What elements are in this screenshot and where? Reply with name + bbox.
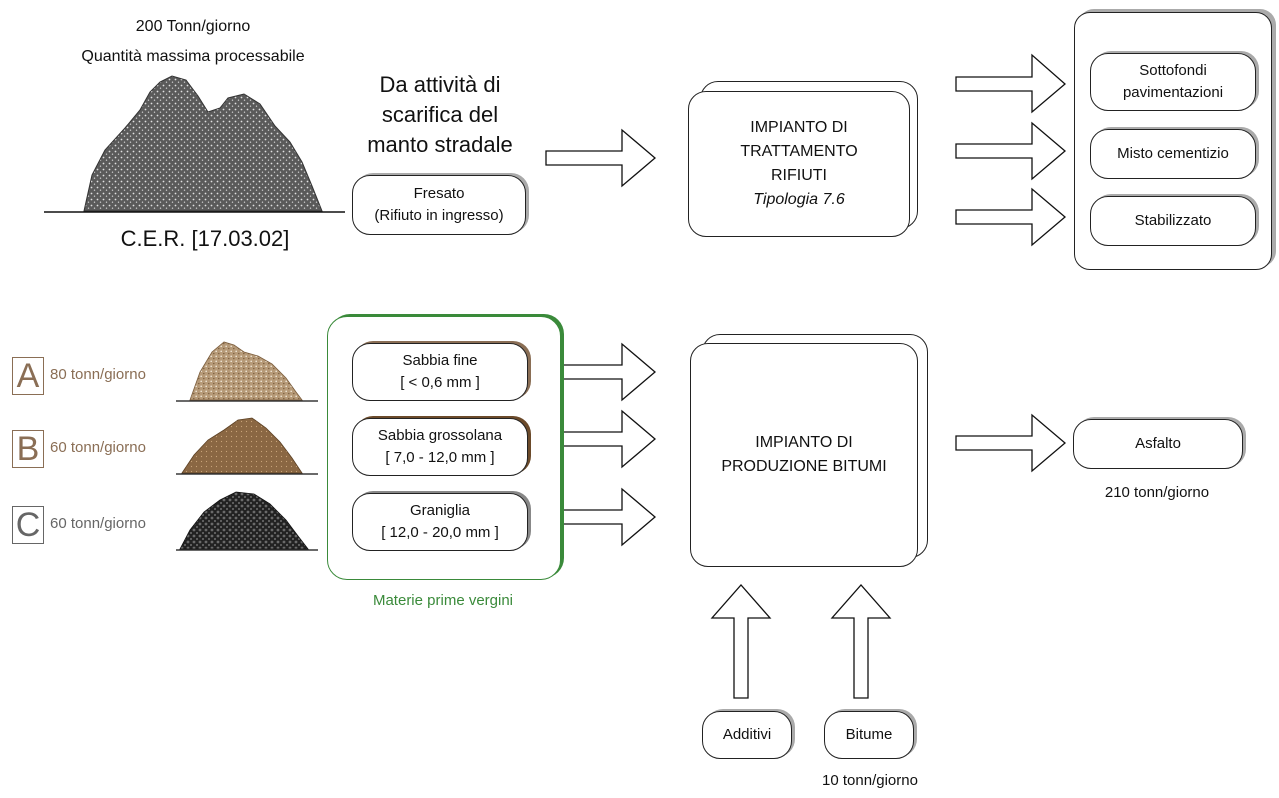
- arrow-plant-to-stabilizzato: [955, 187, 1067, 247]
- material-c-rate: 60 tonn/giorno: [50, 515, 146, 532]
- additivi-box: Additivi: [702, 711, 792, 759]
- arrow-additivi-up: [710, 584, 772, 699]
- arrow-sabbia-fine-to-plant: [545, 342, 657, 402]
- material-sabbia-grossolana-name: Sabbia grossolana: [377, 427, 503, 444]
- pile-a-icon: [189, 341, 303, 401]
- material-a-rate: 80 tonn/giorno: [50, 366, 146, 383]
- material-graniglia: Graniglia [ 12,0 - 20,0 mm ]: [352, 493, 528, 551]
- arrow-fresato-to-plant: [545, 128, 657, 188]
- bitumen-plant-line-1: IMPIANTO DI: [755, 434, 853, 451]
- product-asfalto-rate: 210 tonn/giorno: [1104, 484, 1210, 501]
- waste-plant-line-3: RIFIUTI: [771, 167, 827, 184]
- waste-plant-type: Tipologia 7.6: [753, 191, 845, 208]
- output-sottofondi-line-1: Sottofondi: [1139, 62, 1207, 79]
- material-b-rate: 60 tonn/giorno: [50, 439, 146, 456]
- source-line-2: scarifica del: [381, 102, 499, 127]
- material-graniglia-size: [ 12,0 - 20,0 mm ]: [381, 524, 499, 541]
- waste-plant-line-2: TRATTAMENTO: [740, 143, 858, 160]
- fresato-box: Fresato (Rifiuto in ingresso): [352, 175, 526, 235]
- source-description: Da attività di scarifica del manto strad…: [350, 70, 530, 160]
- input-capacity: 200 Tonn/giorno: [135, 18, 251, 35]
- fresato-pile-icon: [83, 75, 323, 212]
- fresato-sublabel: (Rifiuto in ingresso): [374, 207, 504, 224]
- input-capacity-desc: Quantità massima processabile: [81, 48, 305, 65]
- material-c-letter: C: [12, 506, 44, 544]
- material-sabbia-grossolana-size: [ 7,0 - 12,0 mm ]: [385, 449, 495, 466]
- material-b-letter: B: [12, 430, 44, 468]
- bitumen-plant-line-2: PRODUZIONE BITUMI: [721, 458, 887, 475]
- output-misto-label: Misto cementizio: [1117, 145, 1229, 162]
- source-line-3: manto stradale: [367, 132, 513, 157]
- bitume-box: Bitume: [824, 711, 914, 759]
- product-asfalto: Asfalto: [1073, 419, 1243, 469]
- arrow-plant-to-sottofondi: [955, 53, 1066, 114]
- bitumen-production-plant: IMPIANTO DI PRODUZIONE BITUMI: [690, 343, 918, 567]
- material-sabbia-fine-size: [ < 0,6 mm ]: [400, 374, 480, 391]
- material-a-letter: A: [12, 357, 44, 395]
- pile-b-icon: [181, 417, 303, 474]
- source-line-1: Da attività di: [379, 72, 501, 97]
- material-sabbia-fine: Sabbia fine [ < 0,6 mm ]: [352, 343, 528, 401]
- arrow-bitume-up: [830, 584, 892, 699]
- product-asfalto-label: Asfalto: [1135, 435, 1181, 452]
- arrow-plant-to-asfalto: [955, 413, 1067, 473]
- material-sabbia-grossolana: Sabbia grossolana [ 7,0 - 12,0 mm ]: [352, 418, 528, 476]
- material-graniglia-name: Graniglia: [409, 502, 471, 519]
- virgin-materials-label: Materie prime vergini: [372, 592, 514, 609]
- additivi-label: Additivi: [722, 726, 772, 743]
- fresato-label: Fresato: [413, 185, 465, 202]
- bitume-label: Bitume: [845, 726, 893, 743]
- bitume-rate: 10 tonn/giorno: [822, 772, 918, 789]
- output-stabilizzato: Stabilizzato: [1090, 196, 1256, 246]
- output-sottofondi-line-2: pavimentazioni: [1122, 84, 1224, 101]
- waste-plant-line-1: IMPIANTO DI: [750, 119, 848, 136]
- waste-treatment-plant: IMPIANTO DI TRATTAMENTO RIFIUTI Tipologi…: [688, 91, 910, 237]
- output-misto-cementizio: Misto cementizio: [1090, 129, 1256, 179]
- output-stabilizzato-label: Stabilizzato: [1134, 212, 1212, 229]
- output-sottofondi: Sottofondi pavimentazioni: [1090, 53, 1256, 111]
- pile-c-icon: [179, 491, 309, 550]
- arrow-sabbia-grossa-to-plant: [545, 409, 657, 469]
- cer-code: C.E.R. [17.03.02]: [120, 226, 290, 251]
- arrow-graniglia-to-plant: [545, 487, 657, 547]
- material-sabbia-fine-name: Sabbia fine: [402, 352, 478, 369]
- arrow-plant-to-misto: [955, 121, 1067, 181]
